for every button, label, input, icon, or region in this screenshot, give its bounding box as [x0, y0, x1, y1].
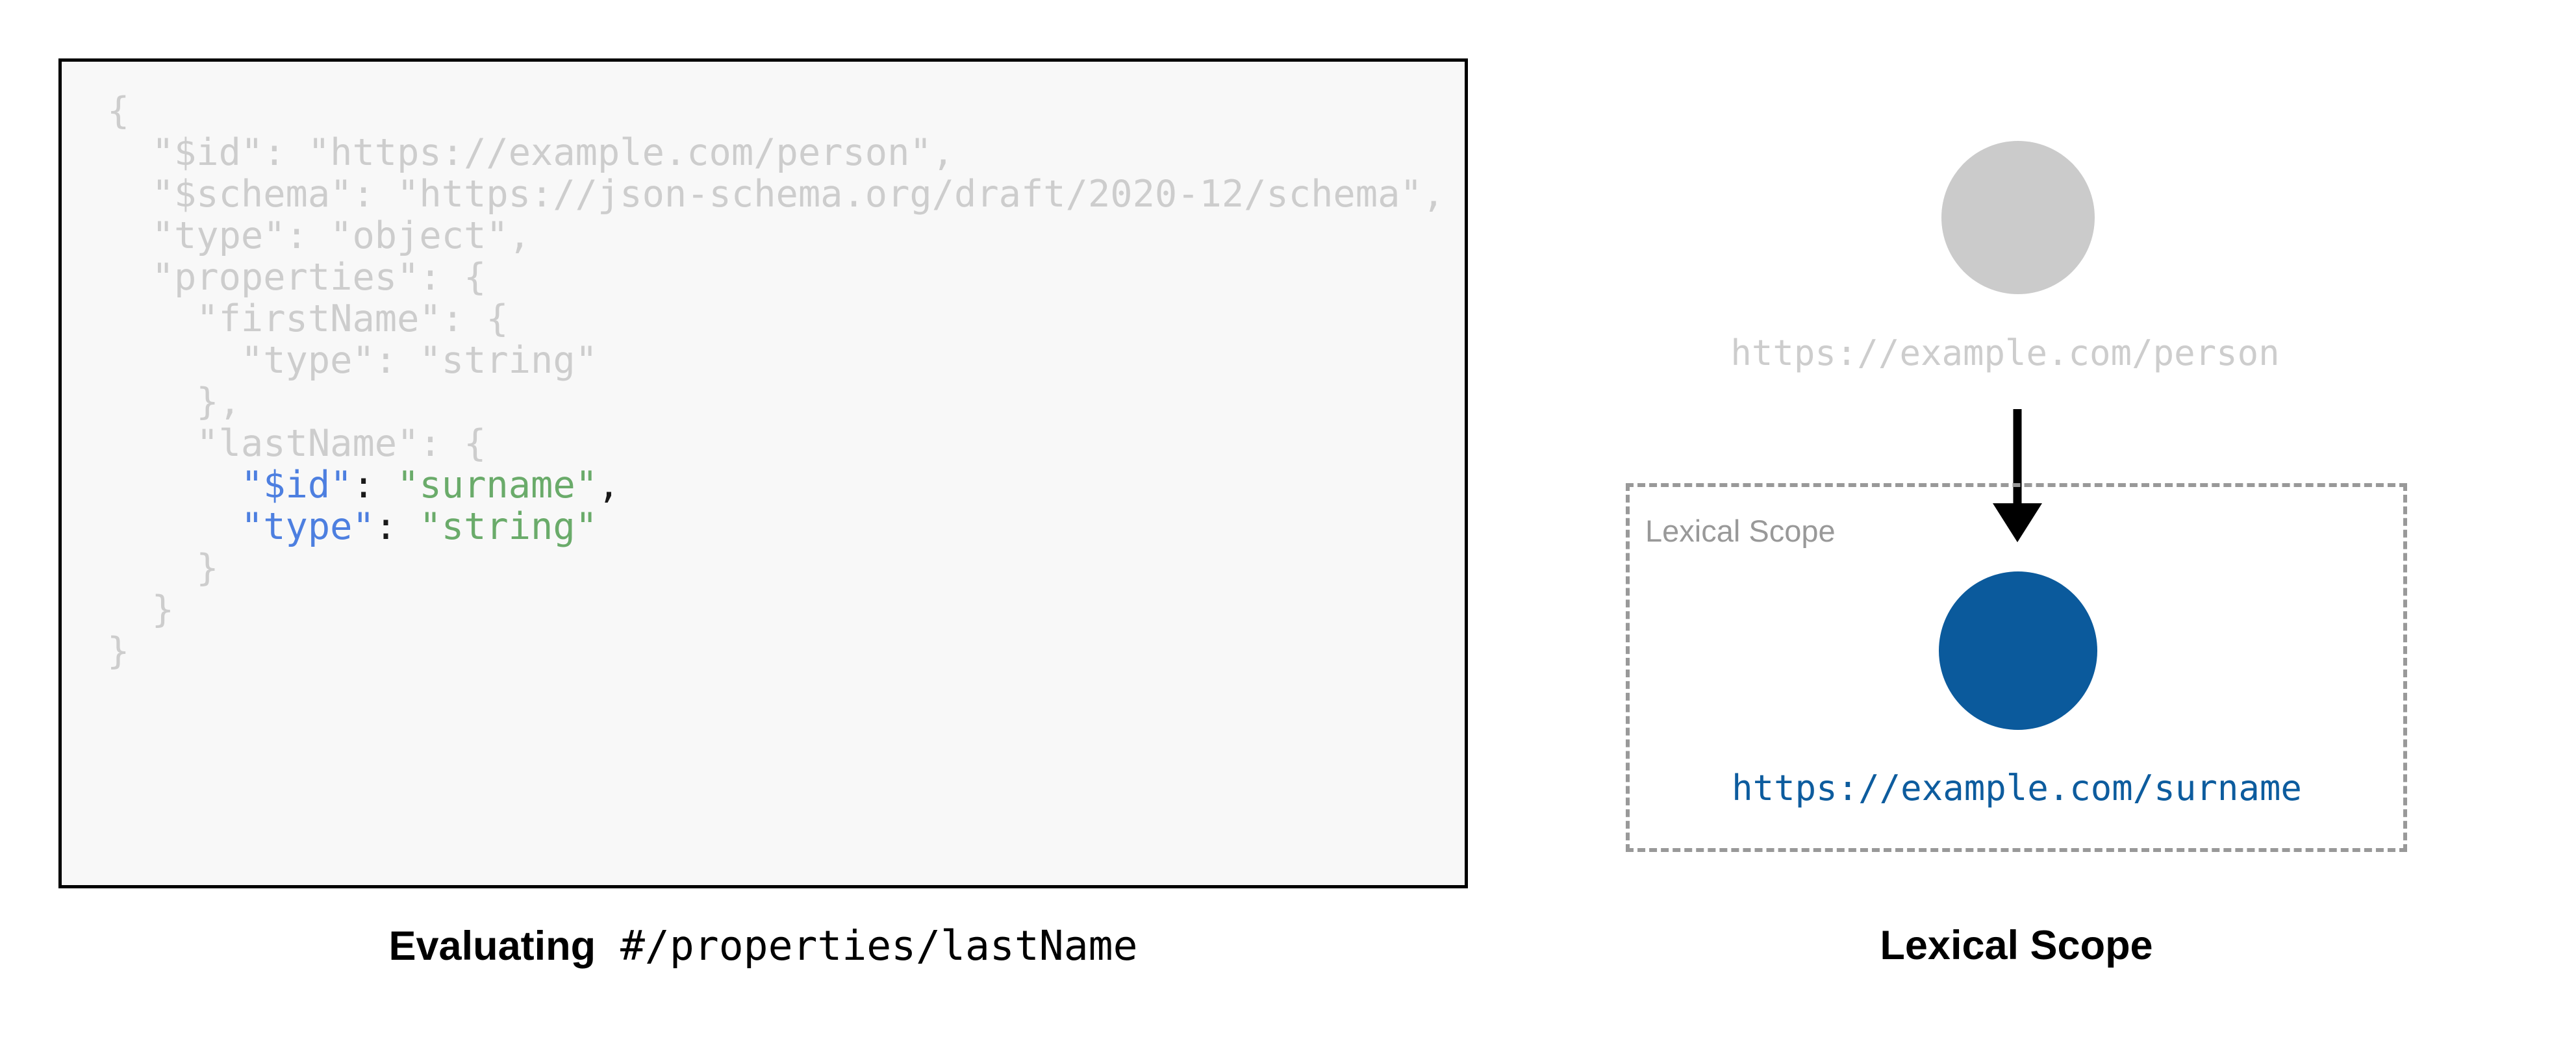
code-token: : — [374, 505, 398, 548]
code-token: "$id" — [240, 464, 353, 507]
code-token: "$schema": "https://json-schema.org/draf… — [107, 173, 1445, 216]
code-line: "type": "string" — [107, 340, 1445, 381]
code-line: } — [107, 631, 1445, 672]
code-line: "firstName": { — [107, 298, 1445, 340]
code-token: }, — [107, 381, 241, 423]
code-panel: { "$id": "https://example.com/person", "… — [58, 58, 1468, 970]
code-line: } — [107, 589, 1445, 631]
lexical-scope-box-label: Lexical Scope — [1645, 514, 1836, 548]
child-node-circle-icon — [1939, 571, 2097, 730]
root-node-label: https://example.com/person — [1730, 332, 2280, 373]
code-token: } — [107, 588, 174, 631]
code-line: "$id": "https://example.com/person", — [107, 132, 1445, 173]
code-token: "firstName": { — [107, 297, 509, 340]
code-token: "properties": { — [107, 256, 486, 299]
diagram-panel-caption: Lexical Scope — [1880, 923, 2153, 968]
code-token: "type": "object", — [107, 214, 531, 257]
code-line: "lastName": { — [107, 423, 1445, 464]
caption-bold-text: Evaluating — [388, 923, 596, 969]
code-token: : — [352, 464, 375, 507]
root-node-circle-icon — [1941, 141, 2095, 294]
downward-arrow-icon — [1993, 409, 2042, 542]
code-token: { — [107, 90, 130, 132]
json-schema-code-text: { "$id": "https://example.com/person", "… — [107, 90, 1445, 672]
json-schema-code-block: { "$id": "https://example.com/person", "… — [58, 58, 1468, 888]
code-token: "string" — [419, 505, 598, 548]
code-token — [107, 464, 241, 507]
code-token: "$id": "https://example.com/person", — [107, 131, 955, 174]
code-token: , — [598, 464, 620, 507]
code-panel-caption: Evaluating #/properties/lastName — [58, 922, 1468, 970]
code-token — [375, 464, 397, 507]
code-token: "type" — [240, 505, 375, 548]
code-token: "type": "string" — [107, 339, 598, 382]
code-token: "lastName": { — [107, 422, 486, 465]
lexical-scope-diagram-panel: https://example.com/person Lexical Scope… — [1513, 0, 2576, 1039]
code-line: { — [107, 90, 1445, 132]
code-token: "surname" — [397, 464, 598, 507]
code-token: } — [107, 547, 219, 590]
code-line: "$id": "surname", — [107, 464, 1445, 506]
code-token — [397, 505, 419, 548]
code-token: } — [107, 630, 130, 673]
code-line: } — [107, 547, 1445, 589]
lexical-scope-boundary-box — [1626, 483, 2407, 852]
code-line: "type": "object", — [107, 215, 1445, 257]
child-node-label: https://example.com/surname — [1732, 768, 2302, 808]
code-token — [107, 505, 241, 548]
caption-pointer-text: #/properties/lastName — [596, 922, 1138, 970]
code-line: }, — [107, 381, 1445, 423]
code-line: "$schema": "https://json-schema.org/draf… — [107, 173, 1445, 215]
code-line: "properties": { — [107, 257, 1445, 298]
code-line: "type": "string" — [107, 506, 1445, 547]
